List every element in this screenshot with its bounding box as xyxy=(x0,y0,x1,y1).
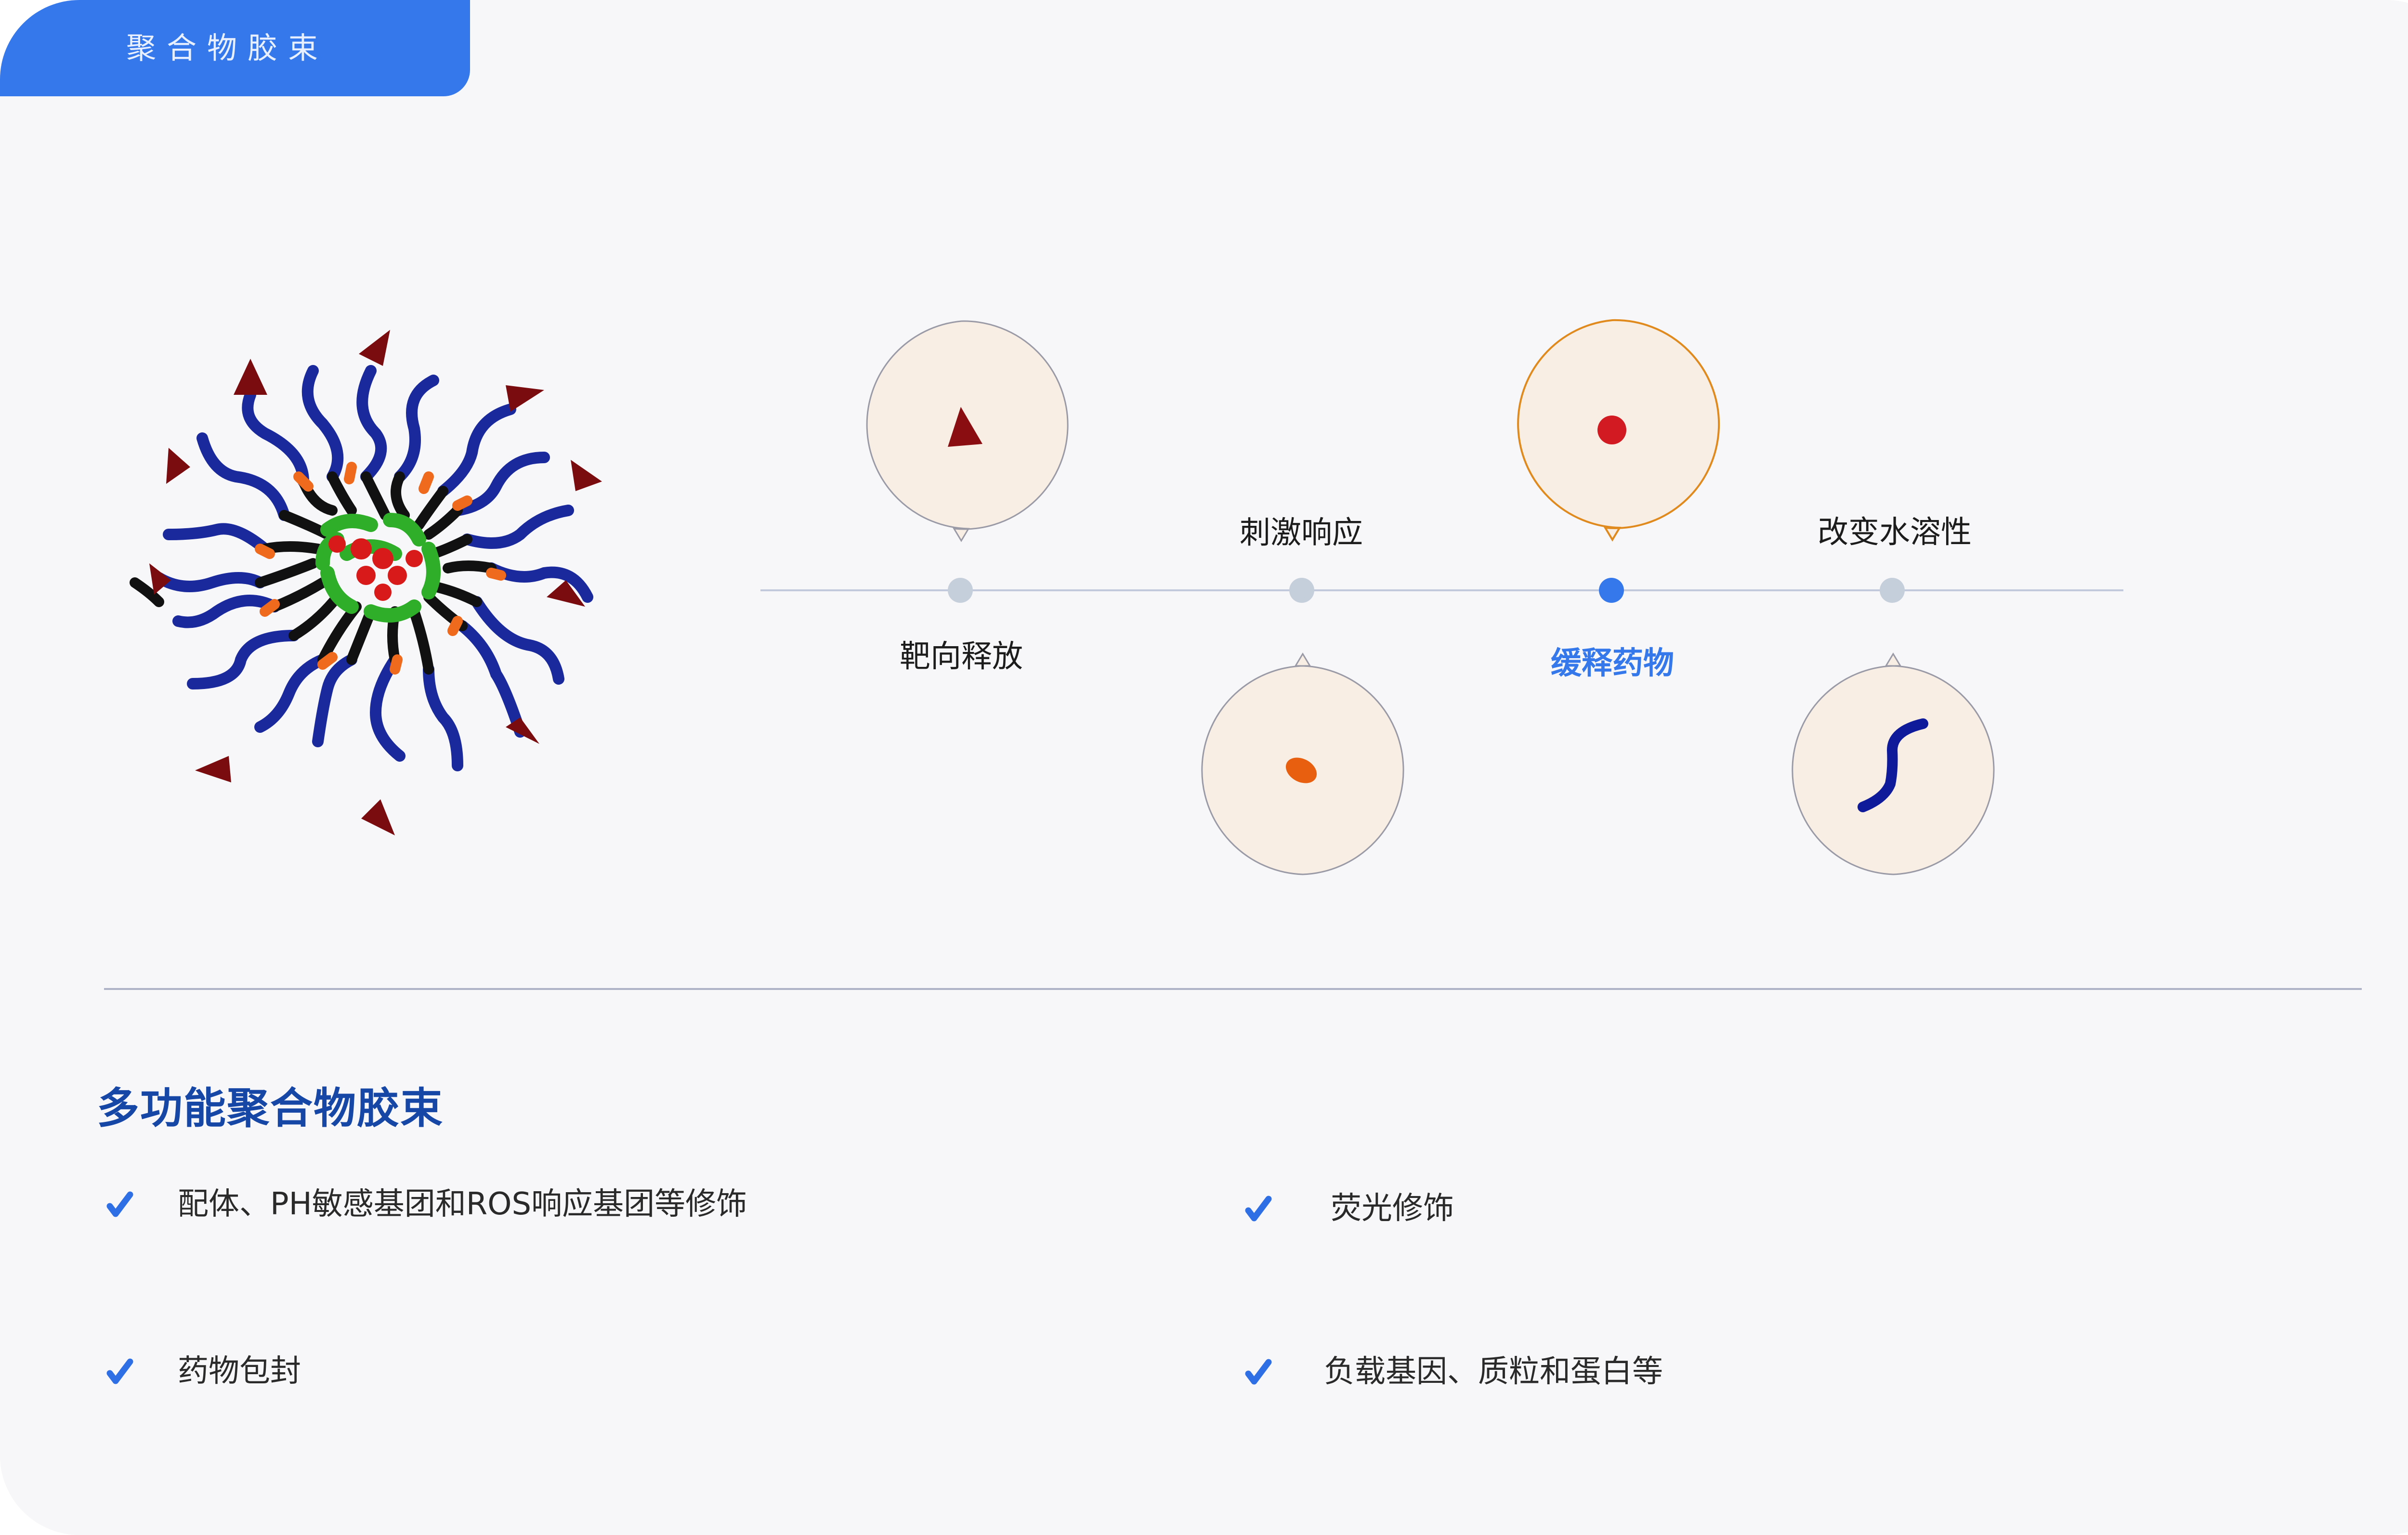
check-icon xyxy=(106,1358,133,1384)
timeline-dot-step-1[interactable] xyxy=(948,578,973,603)
polymer-micelle-illustration xyxy=(130,330,602,835)
step-bubble-sustained-release[interactable] xyxy=(1507,319,1720,542)
step-bubble-targeted-release[interactable] xyxy=(856,320,1069,542)
step-label-2: 刺激响应 xyxy=(1240,515,1363,551)
feature-text: 负载基因、质粒和蛋白等 xyxy=(1324,1354,1663,1390)
step-label-1: 靶向释放 xyxy=(900,639,1023,675)
feature-text: 配体、PH敏感基团和ROS响应基团等修饰 xyxy=(178,1186,747,1222)
check-icon xyxy=(1245,1196,1272,1222)
drug-red-particle-icon xyxy=(1597,416,1626,444)
step-bubble-stimulus-response[interactable] xyxy=(1198,652,1408,875)
stimulus-group-orange-icon xyxy=(1285,757,1317,783)
step-label-3-active: 缓释药物 xyxy=(1551,646,1674,681)
features-heading: 多功能聚合物胶束 xyxy=(97,1083,444,1133)
timeline-line xyxy=(760,589,2123,591)
check-icon xyxy=(1245,1359,1272,1385)
timeline-dot-step-3-active[interactable] xyxy=(1599,578,1624,603)
section-tab[interactable]: 聚合物胶束 xyxy=(0,0,470,96)
feature-text: 药物包封 xyxy=(178,1353,301,1389)
hydrophilic-chain-icon xyxy=(1858,718,1928,812)
step-bubble-water-solubility[interactable] xyxy=(1788,652,1998,875)
step-label-4: 改变水溶性 xyxy=(1818,515,1972,550)
targeting-ligand-triangle-icon xyxy=(948,407,982,447)
section-tab-label: 聚合物胶束 xyxy=(126,30,329,65)
section-divider xyxy=(104,988,2362,990)
feature-text: 荧光修饰 xyxy=(1331,1191,1454,1226)
timeline-dot-step-4[interactable] xyxy=(1880,578,1905,603)
check-icon xyxy=(106,1191,133,1217)
timeline-dot-step-2[interactable] xyxy=(1289,578,1314,603)
